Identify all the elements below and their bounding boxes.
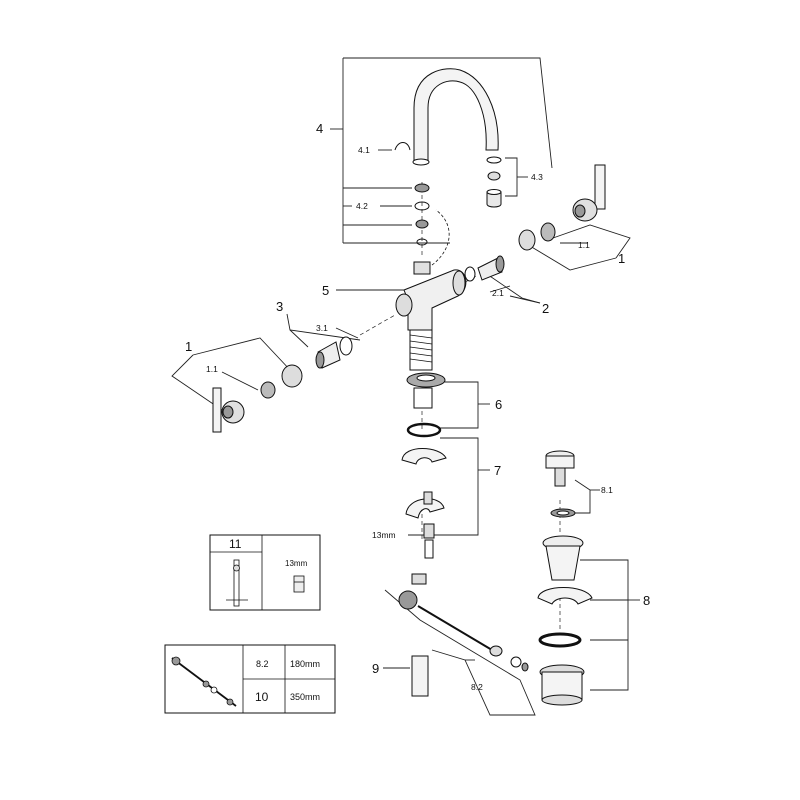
right-cartridge xyxy=(464,255,505,282)
callout-4-3: 4.3 xyxy=(531,172,543,182)
left-handle xyxy=(212,364,303,433)
callout-8-1: 8.1 xyxy=(601,485,613,495)
callout-3: 3 xyxy=(276,299,283,314)
table-row-1-length: 180mm xyxy=(290,659,320,669)
callout-3-1: 3.1 xyxy=(316,323,328,333)
rod-icon xyxy=(171,656,237,707)
right-handle xyxy=(518,164,606,251)
spout xyxy=(413,68,499,163)
fixing-bracket xyxy=(401,448,447,465)
seal-stack-2 xyxy=(414,201,430,211)
callout-4: 4 xyxy=(316,121,323,136)
table-row-1-part: 8.2 xyxy=(256,659,269,669)
seal-stack-1 xyxy=(414,183,430,193)
callout-1-1-left: 1.1 xyxy=(206,364,218,374)
box-11-number: 11 xyxy=(229,537,242,551)
tool-box-11: 11 13mm xyxy=(209,534,321,611)
callout-5: 5 xyxy=(322,283,329,298)
callout-1-right: 1 xyxy=(618,251,625,266)
o-ring-6 xyxy=(406,422,442,438)
pull-rod-assembly xyxy=(398,573,529,697)
box-11-size: 13mm xyxy=(285,559,308,568)
table-row-2-length: 350mm xyxy=(290,692,320,702)
callout-labels: 4 4.1 4.2 4.3 5 3 3.1 1 1.1 1 1.1 2 2.1 … xyxy=(185,121,650,692)
parts-drawing xyxy=(212,68,606,706)
nut-icon xyxy=(293,575,305,593)
callout-1-1-right: 1.1 xyxy=(578,240,590,250)
left-cartridge xyxy=(315,336,353,369)
aerator-ring xyxy=(486,156,502,164)
table-row-2-part: 10 xyxy=(255,690,269,704)
clip xyxy=(394,142,411,151)
callout-8: 8 xyxy=(643,593,650,608)
o-ring-8 xyxy=(538,632,582,648)
callout-4-1: 4.1 xyxy=(358,145,370,155)
callout-9: 9 xyxy=(372,661,379,676)
callout-4-2: 4.2 xyxy=(356,201,368,211)
wrench-icon xyxy=(226,559,248,607)
seal-stack-4 xyxy=(416,238,428,246)
callout-2-1: 2.1 xyxy=(492,288,504,298)
fixing-plate xyxy=(405,498,445,519)
threaded-shank xyxy=(409,329,433,371)
callout-7: 7 xyxy=(494,463,501,478)
callout-1-left: 1 xyxy=(185,339,192,354)
length-table: 8.2 180mm 10 350mm xyxy=(164,644,336,714)
leader-lines xyxy=(171,57,640,716)
pop-up-waste xyxy=(537,450,593,706)
seal-stack-3 xyxy=(415,219,429,229)
callout-2: 2 xyxy=(542,301,549,316)
callout-6: 6 xyxy=(495,397,502,412)
nut-13mm xyxy=(423,523,435,539)
callout-13mm: 13mm xyxy=(372,530,396,540)
aerator xyxy=(486,191,502,208)
callout-8-2: 8.2 xyxy=(471,682,483,692)
